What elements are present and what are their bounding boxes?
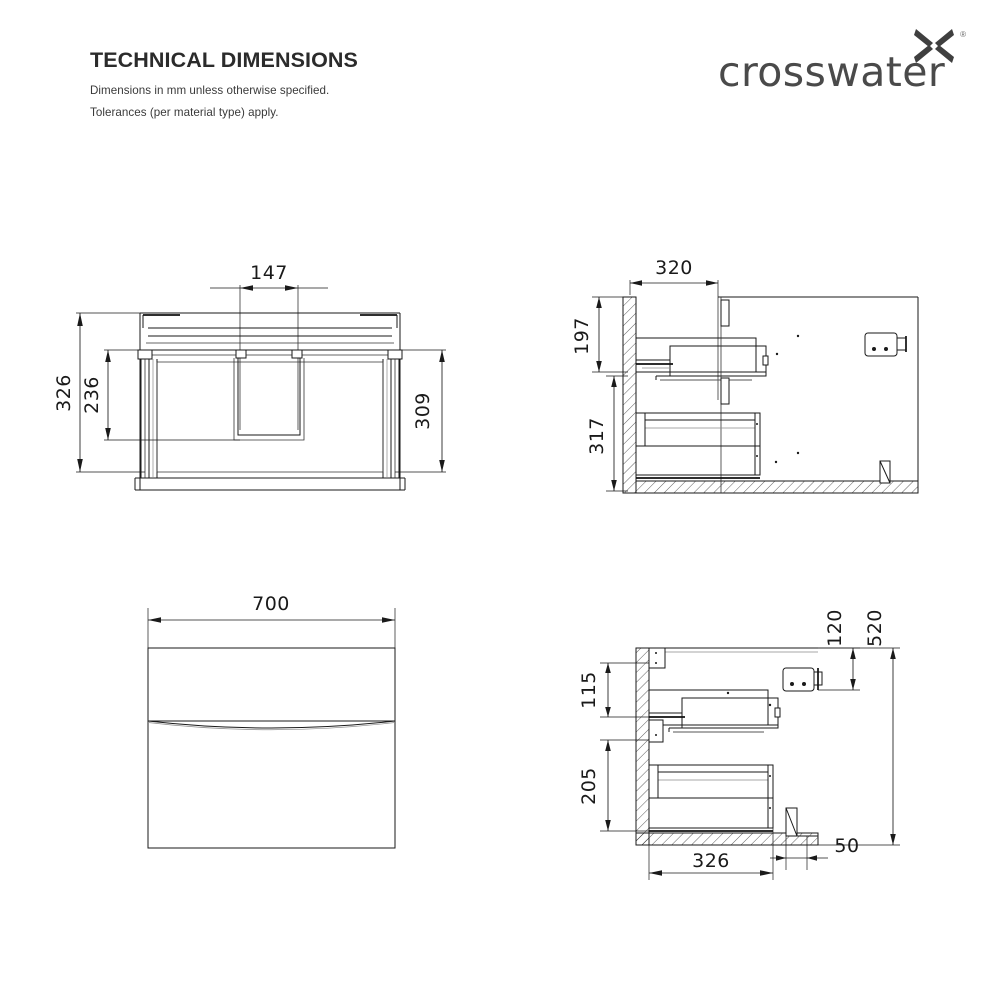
drawing-view-plan-underside: 147: [40, 250, 480, 530]
left-slide-rails: [137, 349, 158, 478]
document-header: TECHNICAL DIMENSIONS Dimensions in mm un…: [90, 48, 610, 130]
wall-bracket-icon: [864, 332, 907, 357]
central-cutout: [233, 349, 305, 441]
dimension-label-326-lower: 326: [692, 850, 730, 872]
cabinet-top-edge: [649, 647, 818, 653]
dimension-label-147: 147: [250, 262, 288, 284]
top-fixing-block: [648, 647, 666, 669]
foot-bracket-lower: [785, 807, 818, 837]
reference-dots: [774, 334, 800, 464]
dimension-236: 236: [81, 349, 240, 441]
internal-divider: [720, 297, 730, 493]
lower-drawer-box-lower-view: [649, 764, 774, 832]
brand-wordmark: crosswater: [718, 48, 946, 96]
registered-trademark-symbol: ®: [960, 30, 966, 39]
drawing-view-side-section-upper: 320: [570, 250, 970, 530]
dimension-197: 197: [571, 296, 628, 373]
dimension-label-317: 317: [586, 417, 608, 455]
dimension-label-197: 197: [571, 317, 593, 355]
cabinet-outline-plan: [134, 312, 406, 491]
wall-bracket-icon-lower: [782, 667, 823, 692]
dimension-115: 115: [578, 662, 649, 718]
dimension-label-115: 115: [578, 671, 600, 709]
right-slide-rails: [382, 349, 403, 478]
unit-front-face: [147, 647, 396, 849]
dimension-326: 326: [53, 312, 145, 473]
drawing-view-side-section-lower: 120 520: [570, 580, 970, 900]
dimension-label-320: 320: [655, 257, 693, 279]
dimension-317: 317: [586, 375, 628, 492]
dimension-147: 147: [210, 262, 328, 430]
back-wall-panel: [622, 296, 637, 494]
dimension-label-309: 309: [412, 392, 434, 430]
document-note-tolerances: Tolerances (per material type) apply.: [90, 106, 279, 120]
dimension-label-205: 205: [578, 767, 600, 805]
dimension-326-lower: 326: [648, 828, 774, 880]
dimension-120: 120: [818, 609, 860, 691]
drawing-view-front-elevation: 700: [40, 580, 460, 880]
brand-logo: crosswater ®: [718, 26, 968, 98]
crosswater-x-mark-icon: [914, 26, 954, 71]
dimension-520: 520: [818, 609, 900, 846]
base-panel-lower: [635, 832, 819, 846]
lower-drawer-box: [636, 412, 761, 479]
dimension-309: 309: [395, 349, 446, 473]
drawer-split-and-grip: [147, 720, 396, 731]
upper-drawer-box-lower-view: [649, 689, 781, 733]
dimension-label-236: 236: [81, 376, 103, 414]
dimension-320: 320: [629, 257, 719, 400]
dimension-label-326: 326: [53, 374, 75, 412]
dimension-label-520: 520: [864, 609, 886, 647]
back-wall-panel-lower: [635, 647, 650, 846]
document-note-units: Dimensions in mm unless otherwise specif…: [90, 83, 330, 97]
foot-bracket: [879, 460, 891, 484]
base-panel: [635, 480, 919, 494]
dimension-label-700: 700: [252, 593, 290, 615]
mid-fixing-block: [648, 719, 664, 743]
upper-drawer-box: [636, 337, 769, 381]
dimension-700: 700: [147, 593, 396, 652]
page-title: TECHNICAL DIMENSIONS: [90, 48, 358, 72]
dimension-label-50: 50: [834, 835, 859, 857]
dimension-label-120: 120: [824, 609, 846, 647]
dimension-205: 205: [578, 739, 649, 832]
top-rail-assembly: [142, 314, 398, 356]
dimension-50: 50: [770, 835, 859, 870]
inner-panel-edges: [156, 361, 384, 473]
